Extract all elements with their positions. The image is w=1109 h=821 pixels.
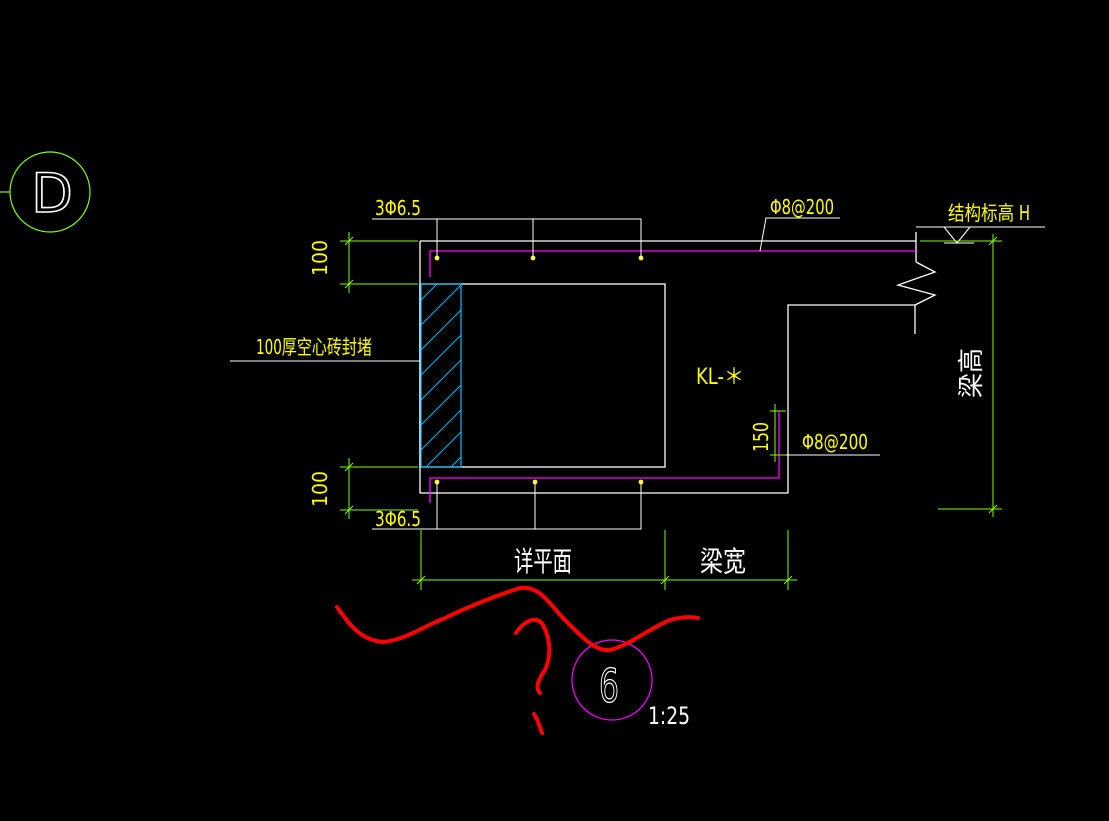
dimension-lines [340,232,1002,590]
dimension-texts: 梁高 详平面 梁宽 [514,348,987,578]
beam-width-label: 梁宽 [700,545,746,578]
detail-scale: 1:25 [648,702,690,730]
red-question-mark-scribble-icon [335,585,700,735]
section-outline [419,232,937,494]
dim-bottom-100: 100 [308,471,332,507]
longitudinal-bars [434,255,644,485]
stirrup-side-label: Φ8@200 [802,430,868,454]
elevation-marker-icon [943,226,974,244]
stirrup-top-label: Φ8@200 [770,195,834,219]
top-bars-label: 3Φ6.5 [375,196,421,220]
elevation-label: 结构标高 H [948,201,1030,225]
dim-top-100: 100 [308,240,332,276]
grid-axis-bubble: D [0,151,91,233]
bottom-bars-label: 3Φ6.5 [375,507,421,531]
grid-axis-label: D [31,162,73,225]
stirrup-reinforcement [429,250,916,503]
brick-infill-wall [420,283,462,468]
dim-150: 150 [749,422,773,452]
detail-number: 6 [599,659,619,713]
bar-leaders [230,217,1045,530]
detail-mark: 6 1:25 [571,639,690,730]
annotation-texts: 3Φ6.5 3Φ6.5 Φ8@200 Φ8@200 结构标高 H 100厚空心砖… [256,195,1030,531]
beam-height-label: 梁高 [957,348,987,398]
beam-label: KL-＊ [696,365,744,390]
rotated-dimension-texts: 100 100 150 [308,240,773,507]
wall-note-label: 100厚空心砖封堵 [256,335,372,359]
detail-plan-label: 详平面 [514,545,572,578]
